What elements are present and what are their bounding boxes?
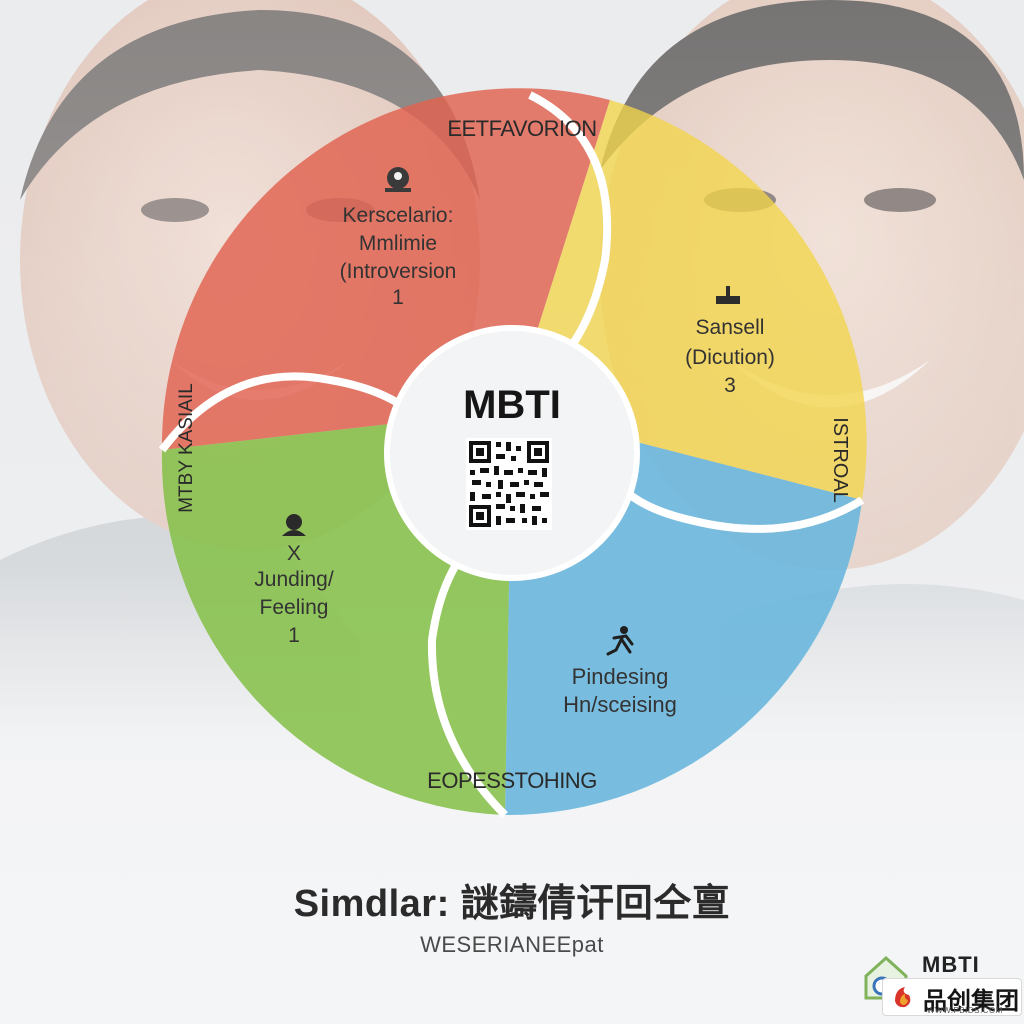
stamp-icon [716, 286, 740, 304]
brand-watermark: MBTI 品创集团 WWW.PBIDS.COM [860, 952, 1022, 1018]
brand-url: WWW.PBIDS.COM [927, 1006, 1003, 1015]
intuition-line-2: (Dicution) [685, 346, 775, 369]
badge-mbti-text: MBTI [922, 952, 980, 977]
divider-swirl-left [158, 372, 423, 453]
feeling-line-2: Junding/ [254, 568, 334, 591]
feeling-line-3: Feeling [260, 596, 329, 619]
feeling-line-4: 1 [288, 624, 300, 647]
caption-subtitle: WESERIANEEpat [420, 932, 604, 957]
center-title: MBTI [463, 383, 561, 427]
perceiving-line-1: Pindesing [572, 664, 669, 689]
intuition-line-1: Sansell [696, 316, 765, 339]
outer-label-bottom: EOPESSTOHING [427, 768, 597, 793]
introversion-line-4: 1 [392, 286, 404, 309]
outer-label-right: ISTROAL [829, 417, 851, 503]
person-icon [385, 167, 411, 192]
outer-label-left: MTBY KASIAIL [176, 383, 197, 513]
feeling-line-1: X [287, 542, 301, 565]
running-person-icon [606, 626, 634, 656]
brand-name: 品创集团 [923, 988, 1019, 1015]
qr-code-icon [466, 438, 552, 530]
introversion-line-3: (Introversion [340, 260, 457, 283]
bust-icon [282, 514, 306, 536]
intuition-line-3: 3 [724, 374, 736, 397]
caption-title: Simdlar: 謎鑄倩讦回仝亶 [293, 883, 731, 925]
introversion-line-1: Kerscelario: [343, 204, 454, 227]
outer-label-top: EETFAVORION [447, 116, 596, 141]
perceiving-line-2: Hn/sceising [563, 692, 677, 717]
divider-swirl-bottom [427, 542, 508, 818]
brand-box: 品创集团 WWW.PBIDS.COM [882, 978, 1022, 1016]
brand-flame-icon [889, 983, 917, 1011]
introversion-line-2: Mmlimie [359, 232, 437, 255]
